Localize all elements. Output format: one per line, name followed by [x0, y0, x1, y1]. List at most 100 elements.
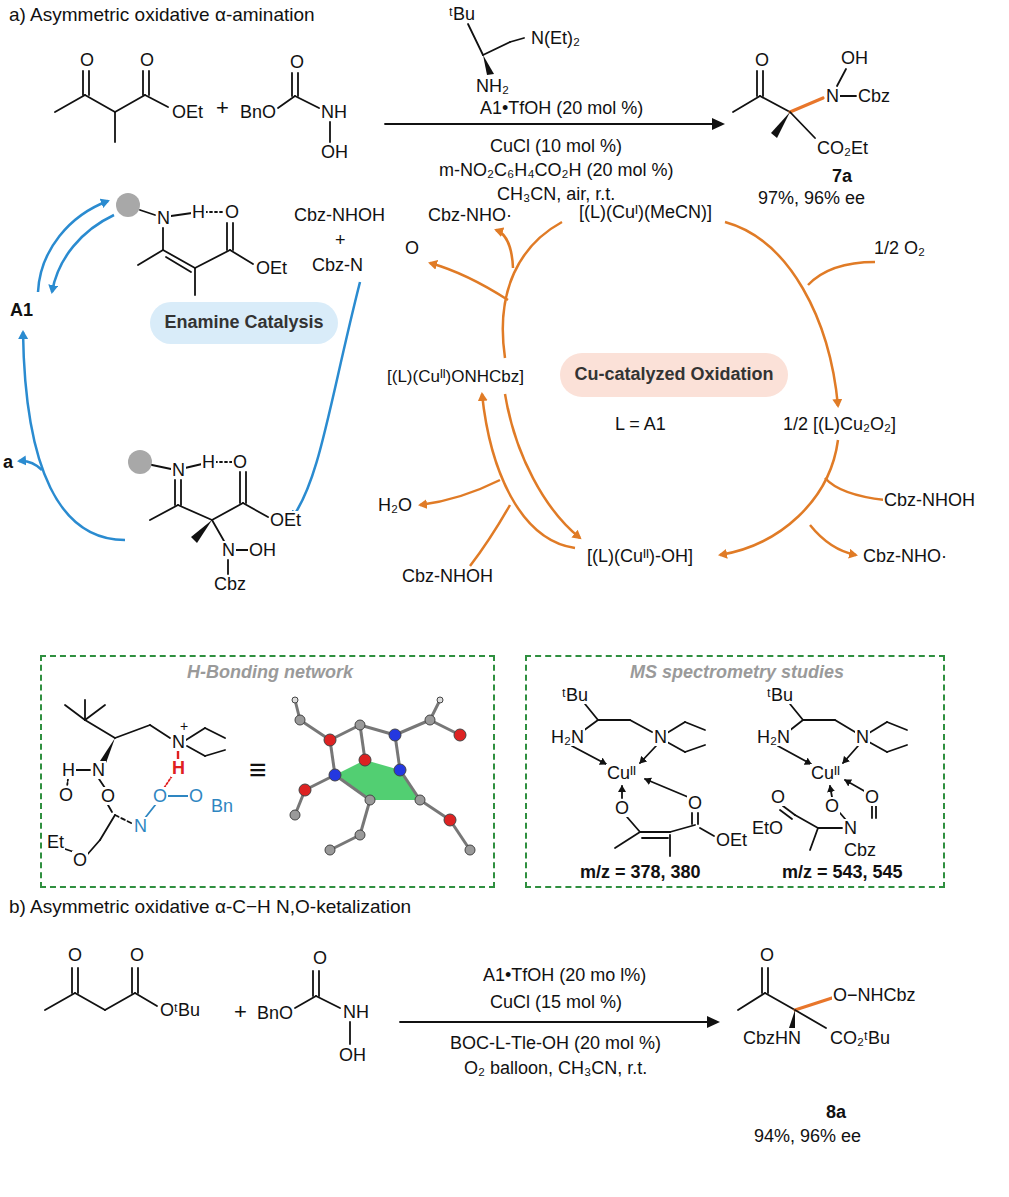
bond-lines-part	[115, 815, 133, 824]
bond-lines-part	[100, 815, 115, 840]
bond-lines-part	[45, 993, 75, 1010]
scheme-text: H₂N	[550, 728, 585, 746]
scheme-text: Cbz-NHO·	[427, 206, 513, 224]
bond-lines-part	[585, 704, 598, 720]
bond-lines-part	[230, 250, 253, 264]
bond-lines-part	[85, 95, 115, 112]
scheme-text: [(L)(Cuᴵᴵ)ONHCbz]	[386, 368, 525, 385]
bond-lines-part	[887, 745, 907, 752]
bond-lines-part	[760, 96, 790, 112]
bond-lines-part	[640, 746, 656, 763]
bond-lines-part	[790, 98, 823, 112]
scheme-text: O	[79, 51, 95, 69]
scheme-text: OH	[840, 49, 869, 67]
ball-stick-model-part-part	[355, 720, 365, 730]
bond-lines-part	[733, 96, 760, 112]
scheme-text: N	[221, 541, 236, 559]
bond-lines-part	[205, 750, 225, 756]
scheme-text: O	[312, 949, 328, 967]
bond-lines-part	[291, 73, 293, 96]
ball-stick-model-part-part	[299, 784, 311, 796]
bond-lines-part	[84, 700, 86, 720]
bond-lines-part	[830, 786, 832, 797]
bond-lines-part	[71, 968, 73, 993]
scheme-text: m-NO₂C₆H₄CO₂H (20 mol %)	[438, 161, 675, 179]
bond-lines-part	[142, 71, 144, 95]
scheme-text: O₂ balloon, CH₃CN, r.t.	[463, 1059, 648, 1077]
bond-lines-part	[845, 780, 866, 792]
bond-lines-part	[115, 95, 145, 112]
scheme-text: N	[843, 819, 858, 837]
scheme-text: Cuᴵᴵ	[810, 764, 841, 782]
bond-lines-part	[385, 123, 714, 125]
bond-lines-part	[598, 719, 630, 721]
bond-lines-part	[762, 71, 764, 96]
bond-lines-part	[738, 993, 765, 1010]
bond-lines-part	[837, 69, 846, 86]
bond-lines-part	[795, 815, 818, 828]
ball-stick-model-part-part	[359, 754, 371, 766]
scheme-text: CO₂ᵗBu	[829, 1029, 891, 1047]
scheme-text: O	[289, 53, 305, 71]
scheme-text: O	[824, 797, 840, 815]
scheme-text: a	[2, 453, 14, 471]
bond-lines-part	[100, 738, 115, 763]
ball-stick-model-part-part	[329, 769, 341, 781]
scheme-text: O	[67, 946, 83, 964]
copper-cycle-arrows-part	[420, 480, 500, 505]
bond-lines-part	[835, 720, 855, 732]
bond-lines-part	[627, 817, 640, 832]
scheme-text: 94%, 96% ee	[753, 1127, 862, 1145]
scheme-text: CuCl (10 mol %)	[489, 137, 623, 155]
bond-lines-part	[869, 742, 887, 752]
scheme-text: CuCl (15 mol %)	[489, 993, 623, 1011]
bond-lines-part	[818, 827, 842, 829]
bond-lines-part	[572, 746, 606, 764]
scheme-text: O−NHCbz	[832, 986, 917, 1004]
scheme-text: O	[224, 203, 240, 221]
scheme-text: 97%, 96% ee	[757, 189, 866, 207]
scheme-text: O	[864, 788, 880, 806]
bond-lines-part	[148, 71, 150, 95]
ball-stick-model-part-part	[465, 845, 475, 855]
section-title: b) Asymmetric oxidative α-C−H N,O-ketali…	[8, 897, 412, 916]
scheme-text: +	[179, 719, 189, 733]
bond-lines-part	[152, 465, 171, 469]
bond-lines-part	[115, 725, 150, 738]
scheme-text: OH	[338, 1046, 367, 1064]
bond-lines-part	[667, 722, 685, 733]
bond-lines	[45, 24, 907, 1044]
ball-stick-model-part-part	[415, 795, 425, 805]
scheme-text: BnO	[256, 1004, 294, 1022]
bond-lines-part	[670, 825, 695, 832]
scheme-text: CbzHN	[742, 1029, 802, 1047]
ball-stick-model-part	[335, 760, 420, 800]
bond-lines-part	[77, 968, 79, 993]
bond-lines-part	[795, 1010, 826, 1028]
scheme-text: Cbz-NHOH	[293, 206, 386, 224]
bond-lines-part	[55, 95, 85, 112]
panel-heading: MS spectrometry studies	[626, 663, 848, 683]
bond-lines-part	[114, 112, 116, 142]
scheme-text: OEt	[171, 103, 204, 121]
bond-lines-part	[86, 840, 100, 856]
bond-lines-part	[685, 745, 705, 752]
ball-stick-model-part-part	[290, 810, 300, 820]
scheme-text: O	[58, 786, 74, 804]
copper-cycle-arrows-part	[470, 505, 510, 566]
scheme-text: N	[171, 461, 186, 479]
scheme-text: Cbz-N	[311, 256, 364, 274]
ball-stick-model-part-part	[365, 795, 375, 805]
bond-lines-part	[85, 720, 115, 738]
scheme-text: O	[152, 787, 168, 805]
scheme-text: Cbz	[843, 841, 877, 859]
bond-lines-part	[178, 505, 212, 520]
scheme-text: H	[61, 761, 76, 779]
bond-lines-part	[239, 472, 241, 503]
ball-stick-model-part-part	[324, 734, 336, 746]
bond-lines-part	[135, 993, 157, 1006]
bond-lines-part	[669, 835, 671, 856]
scheme-text: +	[233, 1001, 248, 1023]
scheme-text: NH	[320, 103, 348, 121]
